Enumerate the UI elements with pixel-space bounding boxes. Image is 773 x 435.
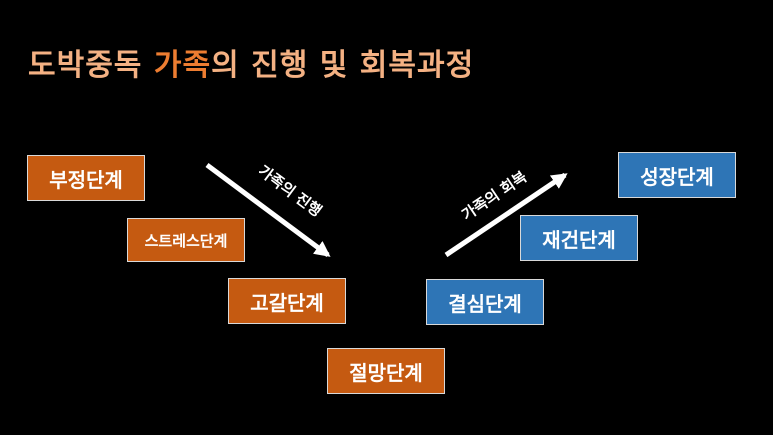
recovery-arrow-label: 가족의 회복 [458, 168, 530, 224]
stage-growth-box: 성장단계 [618, 152, 736, 198]
title-part-main: 도박중독 [28, 48, 154, 83]
stage-decision-box: 결심단계 [426, 279, 544, 325]
stage-exhaustion-label: 고갈단계 [250, 290, 324, 315]
stage-denial-box: 부정단계 [27, 155, 145, 201]
stage-stress-box: 스트레스단계 [127, 218, 245, 262]
title-part-accent: 가족 [153, 48, 212, 83]
stage-rebuild-label: 재건단계 [542, 227, 616, 252]
recovery-arrow [444, 172, 568, 258]
page-title: 도박중독 가족의 진행 및 회복과정 [28, 40, 474, 84]
stage-growth-label: 성장단계 [640, 164, 714, 189]
progression-arrow [205, 162, 331, 258]
stage-denial-label: 부정단계 [49, 167, 123, 192]
progression-arrow-label: 가족의 진행 [255, 162, 325, 221]
stage-rebuild-box: 재건단계 [520, 215, 638, 261]
stage-stress-label: 스트레스단계 [144, 231, 228, 250]
stage-exhaustion-box: 고갈단계 [228, 278, 346, 324]
stage-despair-box: 절망단계 [327, 348, 445, 394]
stage-decision-label: 결심단계 [448, 291, 522, 316]
stage-despair-label: 절망단계 [349, 360, 423, 385]
title-part-rest: 의 진행 및 회복과정 [211, 48, 475, 83]
